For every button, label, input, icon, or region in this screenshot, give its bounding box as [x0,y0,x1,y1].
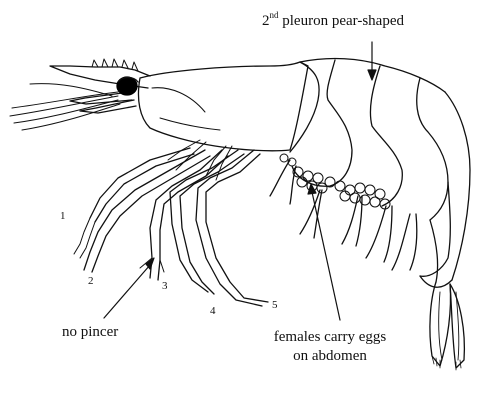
second-pleuron [292,60,352,186]
leg-2 [84,150,210,272]
label-no-pincer: no pincer [62,325,118,340]
pleuron-ordinal: 2 [262,13,270,29]
eggs-line-2: on abdomen [246,349,414,364]
leg-number-2: 2 [88,276,94,287]
label-eggs: females carry eggs on abdomen [246,330,414,364]
leg-number-3: 3 [162,281,168,292]
walking-legs [74,148,268,306]
pleuron-superscript: nd [270,10,279,20]
eggs [280,154,390,209]
leg-4 [170,150,244,294]
tail-fan [430,282,464,370]
pleuron-text: pleuron pear-shaped [279,13,404,29]
label-second-pleuron: 2nd pleuron pear-shaped [262,12,404,29]
leg-number-5: 5 [272,300,278,311]
eggs-line-1: females carry eggs [246,330,414,345]
leg-number-4: 4 [210,306,216,317]
leg-number-1: 1 [60,211,66,222]
carapace [138,62,308,151]
